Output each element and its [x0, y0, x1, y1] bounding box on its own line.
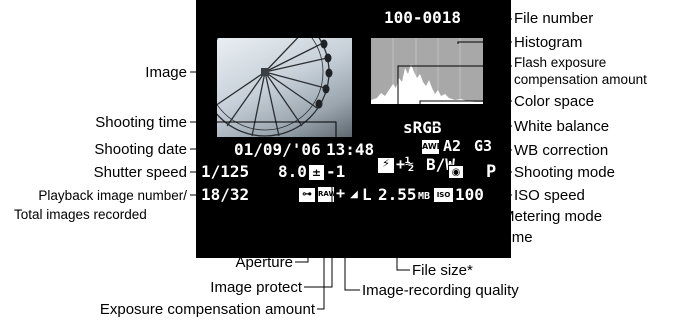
- shooting-date-value: 01/09/'06: [234, 140, 321, 159]
- iso-value: 100: [455, 185, 484, 204]
- label-iso-speed: ISO speed: [514, 187, 585, 204]
- monochrome-value: B/W: [426, 155, 455, 174]
- label-shooting-mode: Shooting mode: [514, 164, 615, 181]
- label-color-space: Color space: [514, 93, 595, 110]
- file-number-value: 100-0018: [384, 8, 462, 27]
- exposure-comp-value: -1: [326, 162, 346, 181]
- label-image-quality: Image-recording quality: [362, 282, 519, 299]
- label-shutter-speed: Shutter speed: [93, 164, 187, 181]
- image-quality-size-value: L: [362, 185, 372, 204]
- label-monochrome: Monochrome: [445, 229, 533, 246]
- protect-key-icon: ⊶: [299, 188, 315, 202]
- shooting-time-value: 13:48: [326, 140, 375, 159]
- playback-number-value: 18/32: [201, 185, 250, 204]
- wb-correction-value: G3: [474, 137, 493, 155]
- label-image-protect: Image protect: [210, 279, 302, 296]
- awb-icon: AWB: [422, 140, 443, 154]
- file-size-value: 2.55: [378, 185, 417, 204]
- label-aperture: Aperture: [235, 254, 293, 271]
- shooting-mode-value: P: [486, 162, 497, 182]
- label-shooting-time: Shooting time: [95, 114, 187, 131]
- exposure-compensation-icon: ±: [309, 165, 324, 180]
- histogram-graph: [371, 38, 483, 104]
- label-wb-correction: WB correction: [514, 142, 609, 159]
- shutter-speed-value: 1/125: [201, 162, 250, 181]
- label-image: Image: [145, 64, 187, 81]
- label-white-balance: White balance: [514, 118, 610, 135]
- label-flash-comp-1: Flash exposure: [514, 55, 607, 70]
- file-size-unit: MB: [418, 191, 431, 202]
- image-quality-icon: ◢: [350, 189, 358, 200]
- aperture-value: 8.0: [278, 162, 307, 181]
- ferris-wheel-picture: [217, 38, 333, 137]
- label-flash-comp-2: compensation amount: [514, 72, 647, 87]
- label-metering-mode: Metering mode: [502, 208, 603, 225]
- image-thumbnail: [217, 38, 352, 137]
- label-playback-1: Playback image number/: [38, 188, 187, 203]
- flash-exposure-compensation-icon: ⚡: [378, 158, 394, 173]
- flash-comp-value: +½: [396, 155, 415, 173]
- histogram: [371, 38, 483, 104]
- label-histogram: Histogram: [514, 34, 583, 51]
- label-file-size: File size*: [412, 262, 473, 279]
- label-file-number: File number: [514, 10, 594, 27]
- raw-plus-sign: +: [336, 184, 346, 202]
- label-playback-2: Total images recorded: [14, 207, 147, 222]
- label-exposure-comp: Exposure compensation amount: [99, 301, 315, 318]
- label-shooting-date: Shooting date: [94, 141, 187, 158]
- raw-icon: RAW: [318, 187, 336, 202]
- metering-mode-icon: ◉: [448, 165, 464, 179]
- iso-icon: ISO: [434, 188, 453, 202]
- white-balance-value: A2: [443, 137, 462, 155]
